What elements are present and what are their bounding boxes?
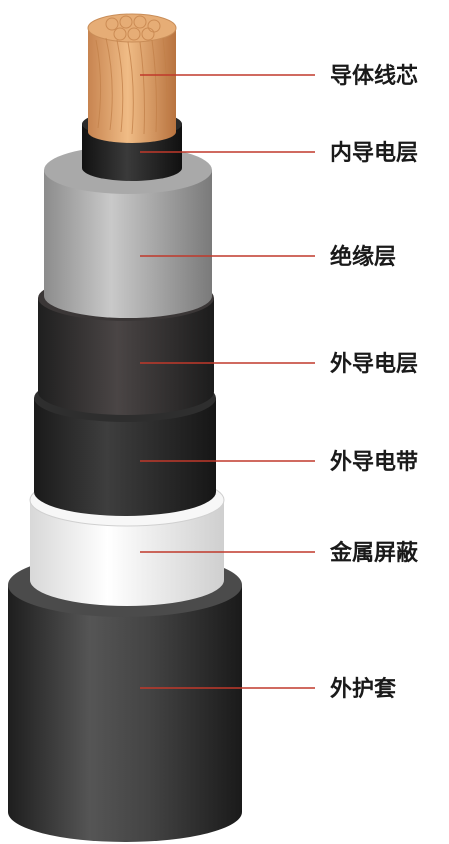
label-outer-semiconductive: 外导电层 — [330, 351, 418, 377]
leader-lines — [140, 74, 315, 689]
conductor-strands — [95, 15, 168, 135]
label-conductor: 导体线芯 — [330, 63, 418, 89]
label-insulation: 绝缘层 — [330, 244, 396, 270]
label-semiconductive-tape: 外导电带 — [330, 449, 418, 475]
label-outer-sheath: 外护套 — [330, 676, 396, 702]
label-metal-shield: 金属屏蔽 — [329, 540, 419, 566]
copper-conductor — [87, 13, 177, 143]
layer-labels: 导体线芯 内导电层 绝缘层 外导电层 外导电带 金属屏蔽 外护套 — [329, 63, 419, 702]
label-inner-semiconductive: 内导电层 — [330, 141, 418, 166]
